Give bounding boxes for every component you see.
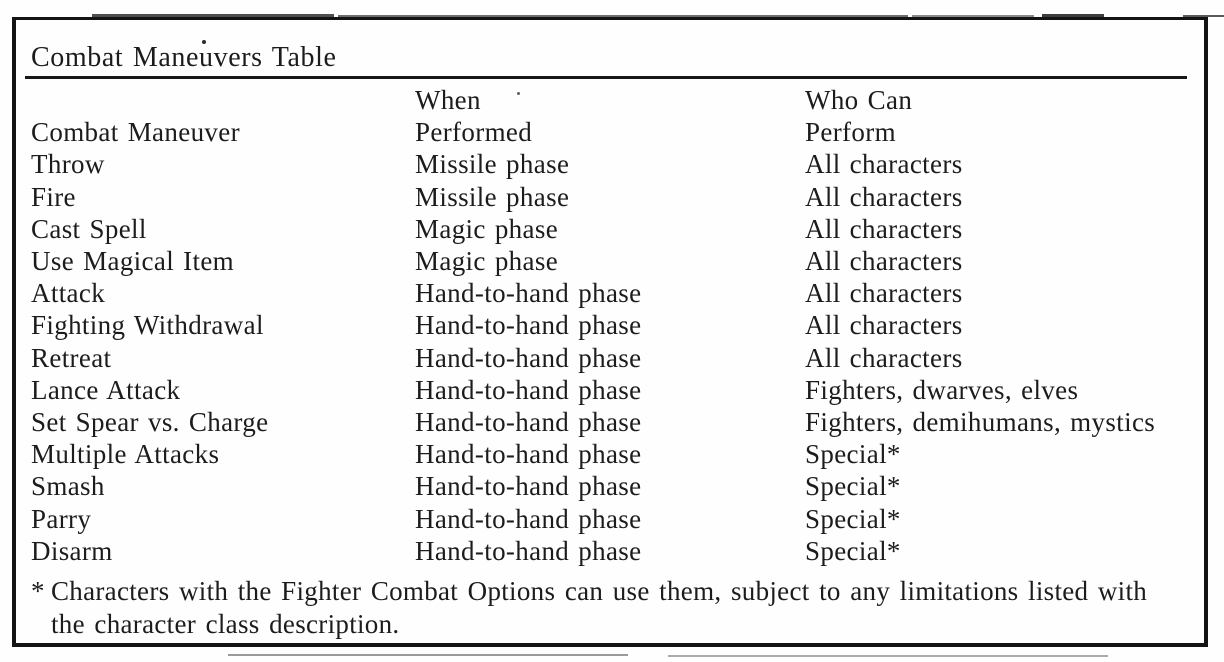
who-cell: Fighters, dwarves, elves xyxy=(805,374,1079,405)
maneuver-cell: Use Magical Item xyxy=(31,245,235,276)
who-cell: All characters xyxy=(805,149,963,180)
when-cell: Hand-to-hand phase xyxy=(415,374,642,405)
when-cell: Hand-to-hand phase xyxy=(415,439,642,470)
maneuver-cell: Multiple Attacks xyxy=(31,439,220,470)
who-cell: Special* xyxy=(805,535,901,566)
when-cell: Magic phase xyxy=(415,245,559,276)
scan-artifact xyxy=(912,15,1034,17)
who-cell: All characters xyxy=(805,245,963,276)
scan-artifact xyxy=(228,654,628,656)
column-header-line xyxy=(31,84,415,116)
column-header-line: Combat Maneuver xyxy=(31,117,240,148)
column-header-when-performed: When Performed xyxy=(415,84,805,148)
column-header-line: Who Can xyxy=(805,85,913,115)
scan-artifact xyxy=(517,92,520,95)
scan-artifact xyxy=(1183,15,1224,17)
table-frame xyxy=(12,17,1208,647)
when-cell: Hand-to-hand phase xyxy=(415,310,642,341)
footnote: * Characters with the Fighter Combat Opt… xyxy=(31,575,1201,641)
column-header-line: When xyxy=(415,85,481,115)
who-cell: All characters xyxy=(805,342,963,373)
when-cell: Hand-to-hand phase xyxy=(415,407,642,437)
maneuver-cell: Fire xyxy=(31,181,76,212)
maneuver-cell: Attack xyxy=(31,278,106,309)
when-cell: Magic phase xyxy=(415,213,559,244)
who-cell: Special* xyxy=(805,471,901,502)
maneuver-cell: Disarm xyxy=(31,535,113,566)
who-cell: All characters xyxy=(805,181,963,212)
footnote-text: Characters with the Fighter Combat Optio… xyxy=(51,575,1201,641)
when-cell: Missile phase xyxy=(415,149,570,180)
maneuver-cell: Parry xyxy=(31,503,92,534)
who-cell: Special* xyxy=(805,439,901,470)
column-header-line: Perform xyxy=(805,117,896,148)
column-header-combat-maneuver: Combat Maneuver xyxy=(31,84,415,148)
scan-artifact xyxy=(338,15,908,17)
combat-maneuvers-table: Combat Maneuver When Performed Who Can P… xyxy=(31,84,1196,567)
footnote-asterisk: * xyxy=(31,576,45,606)
title-rule xyxy=(25,76,1187,79)
maneuver-cell: Retreat xyxy=(31,342,112,373)
table-title: Combat Maneuvers Table xyxy=(31,42,337,73)
when-cell: Hand-to-hand phase xyxy=(415,471,642,502)
who-cell: Fighters, demihumans, mystics xyxy=(805,407,1156,437)
maneuver-cell: Fighting Withdrawal xyxy=(31,310,264,341)
scan-artifact xyxy=(202,40,206,44)
maneuver-cell: Lance Attack xyxy=(31,374,181,405)
when-cell: Hand-to-hand phase xyxy=(415,278,642,309)
when-cell: Hand-to-hand phase xyxy=(415,342,642,373)
column-header-who-can-perform: Who Can Perform xyxy=(805,84,1196,148)
when-cell: Hand-to-hand phase xyxy=(415,535,642,566)
who-cell: All characters xyxy=(805,213,963,244)
scan-artifact xyxy=(1042,14,1104,17)
maneuver-cell: Set Spear vs. Charge xyxy=(31,407,269,437)
who-cell: All characters xyxy=(805,310,963,341)
who-cell: Special* xyxy=(805,503,901,534)
when-cell: Hand-to-hand phase xyxy=(415,503,642,534)
column-header-line: Performed xyxy=(415,117,533,148)
maneuver-cell: Cast Spell xyxy=(31,213,147,244)
when-cell: Missile phase xyxy=(415,181,570,212)
scan-artifact xyxy=(668,655,1108,657)
scan-artifact xyxy=(92,14,334,17)
footnote-line: the character class description. xyxy=(51,609,400,639)
who-cell: All characters xyxy=(805,278,963,309)
footnote-line: Characters with the Fighter Combat Optio… xyxy=(51,576,1148,606)
maneuver-cell: Smash xyxy=(31,471,105,502)
maneuver-cell: Throw xyxy=(31,149,105,180)
